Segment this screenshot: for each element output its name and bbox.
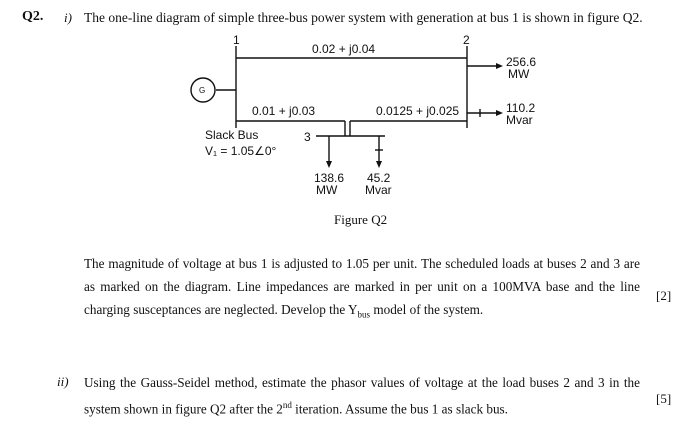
- part-ii-label: ii): [57, 374, 69, 389]
- bus-1-label: 1: [233, 33, 240, 47]
- slack-bus-label: Slack Bus: [205, 128, 258, 142]
- question-number: Q2.: [22, 9, 44, 24]
- bus-2-load-mw-unit: MW: [508, 67, 530, 81]
- line-2-3-impedance: 0.0125 + j0.025: [376, 104, 459, 118]
- arrow-right-icon: [496, 63, 503, 69]
- bus-3-label: 3: [304, 130, 311, 144]
- generator-label: G: [199, 86, 205, 95]
- bus-2-load-mvar-unit: Mvar: [506, 113, 533, 127]
- bus-3-load-mvar: 45.2: [367, 171, 391, 185]
- bus-3-load-mvar-unit: Mvar: [365, 183, 392, 197]
- bus-2-load-mvar: 110.2: [506, 101, 535, 115]
- arrow-right-icon: [496, 110, 503, 116]
- part-ii-paragraph: Using the Gauss-Seidel method, estimate …: [84, 375, 640, 417]
- bus-3-load-mw: 138.6: [314, 171, 344, 185]
- part-i-paragraph: The magnitude of voltage at bus 1 is adj…: [84, 256, 640, 320]
- line-1-2-impedance: 0.02 + j0.04: [312, 42, 375, 56]
- arrow-down-icon: [326, 161, 332, 168]
- line-1-3-impedance: 0.01 + j0.03: [252, 104, 315, 118]
- arrow-down-icon: [376, 161, 382, 168]
- part-i-label: i): [64, 10, 72, 25]
- bus-3-load-mw-unit: MW: [316, 183, 338, 197]
- slack-voltage: V₁ = 1.05∠0°: [205, 144, 277, 158]
- bus-2-label: 2: [463, 33, 470, 47]
- part-i-intro: The one-line diagram of simple three-bus…: [84, 10, 643, 25]
- part-i-marks: [2]: [656, 288, 672, 303]
- generator-icon: [190, 77, 216, 103]
- bus-2-load-mw: 256.6: [506, 55, 536, 69]
- figure-caption: Figure Q2: [334, 212, 388, 227]
- part-ii-marks: [5]: [656, 391, 672, 406]
